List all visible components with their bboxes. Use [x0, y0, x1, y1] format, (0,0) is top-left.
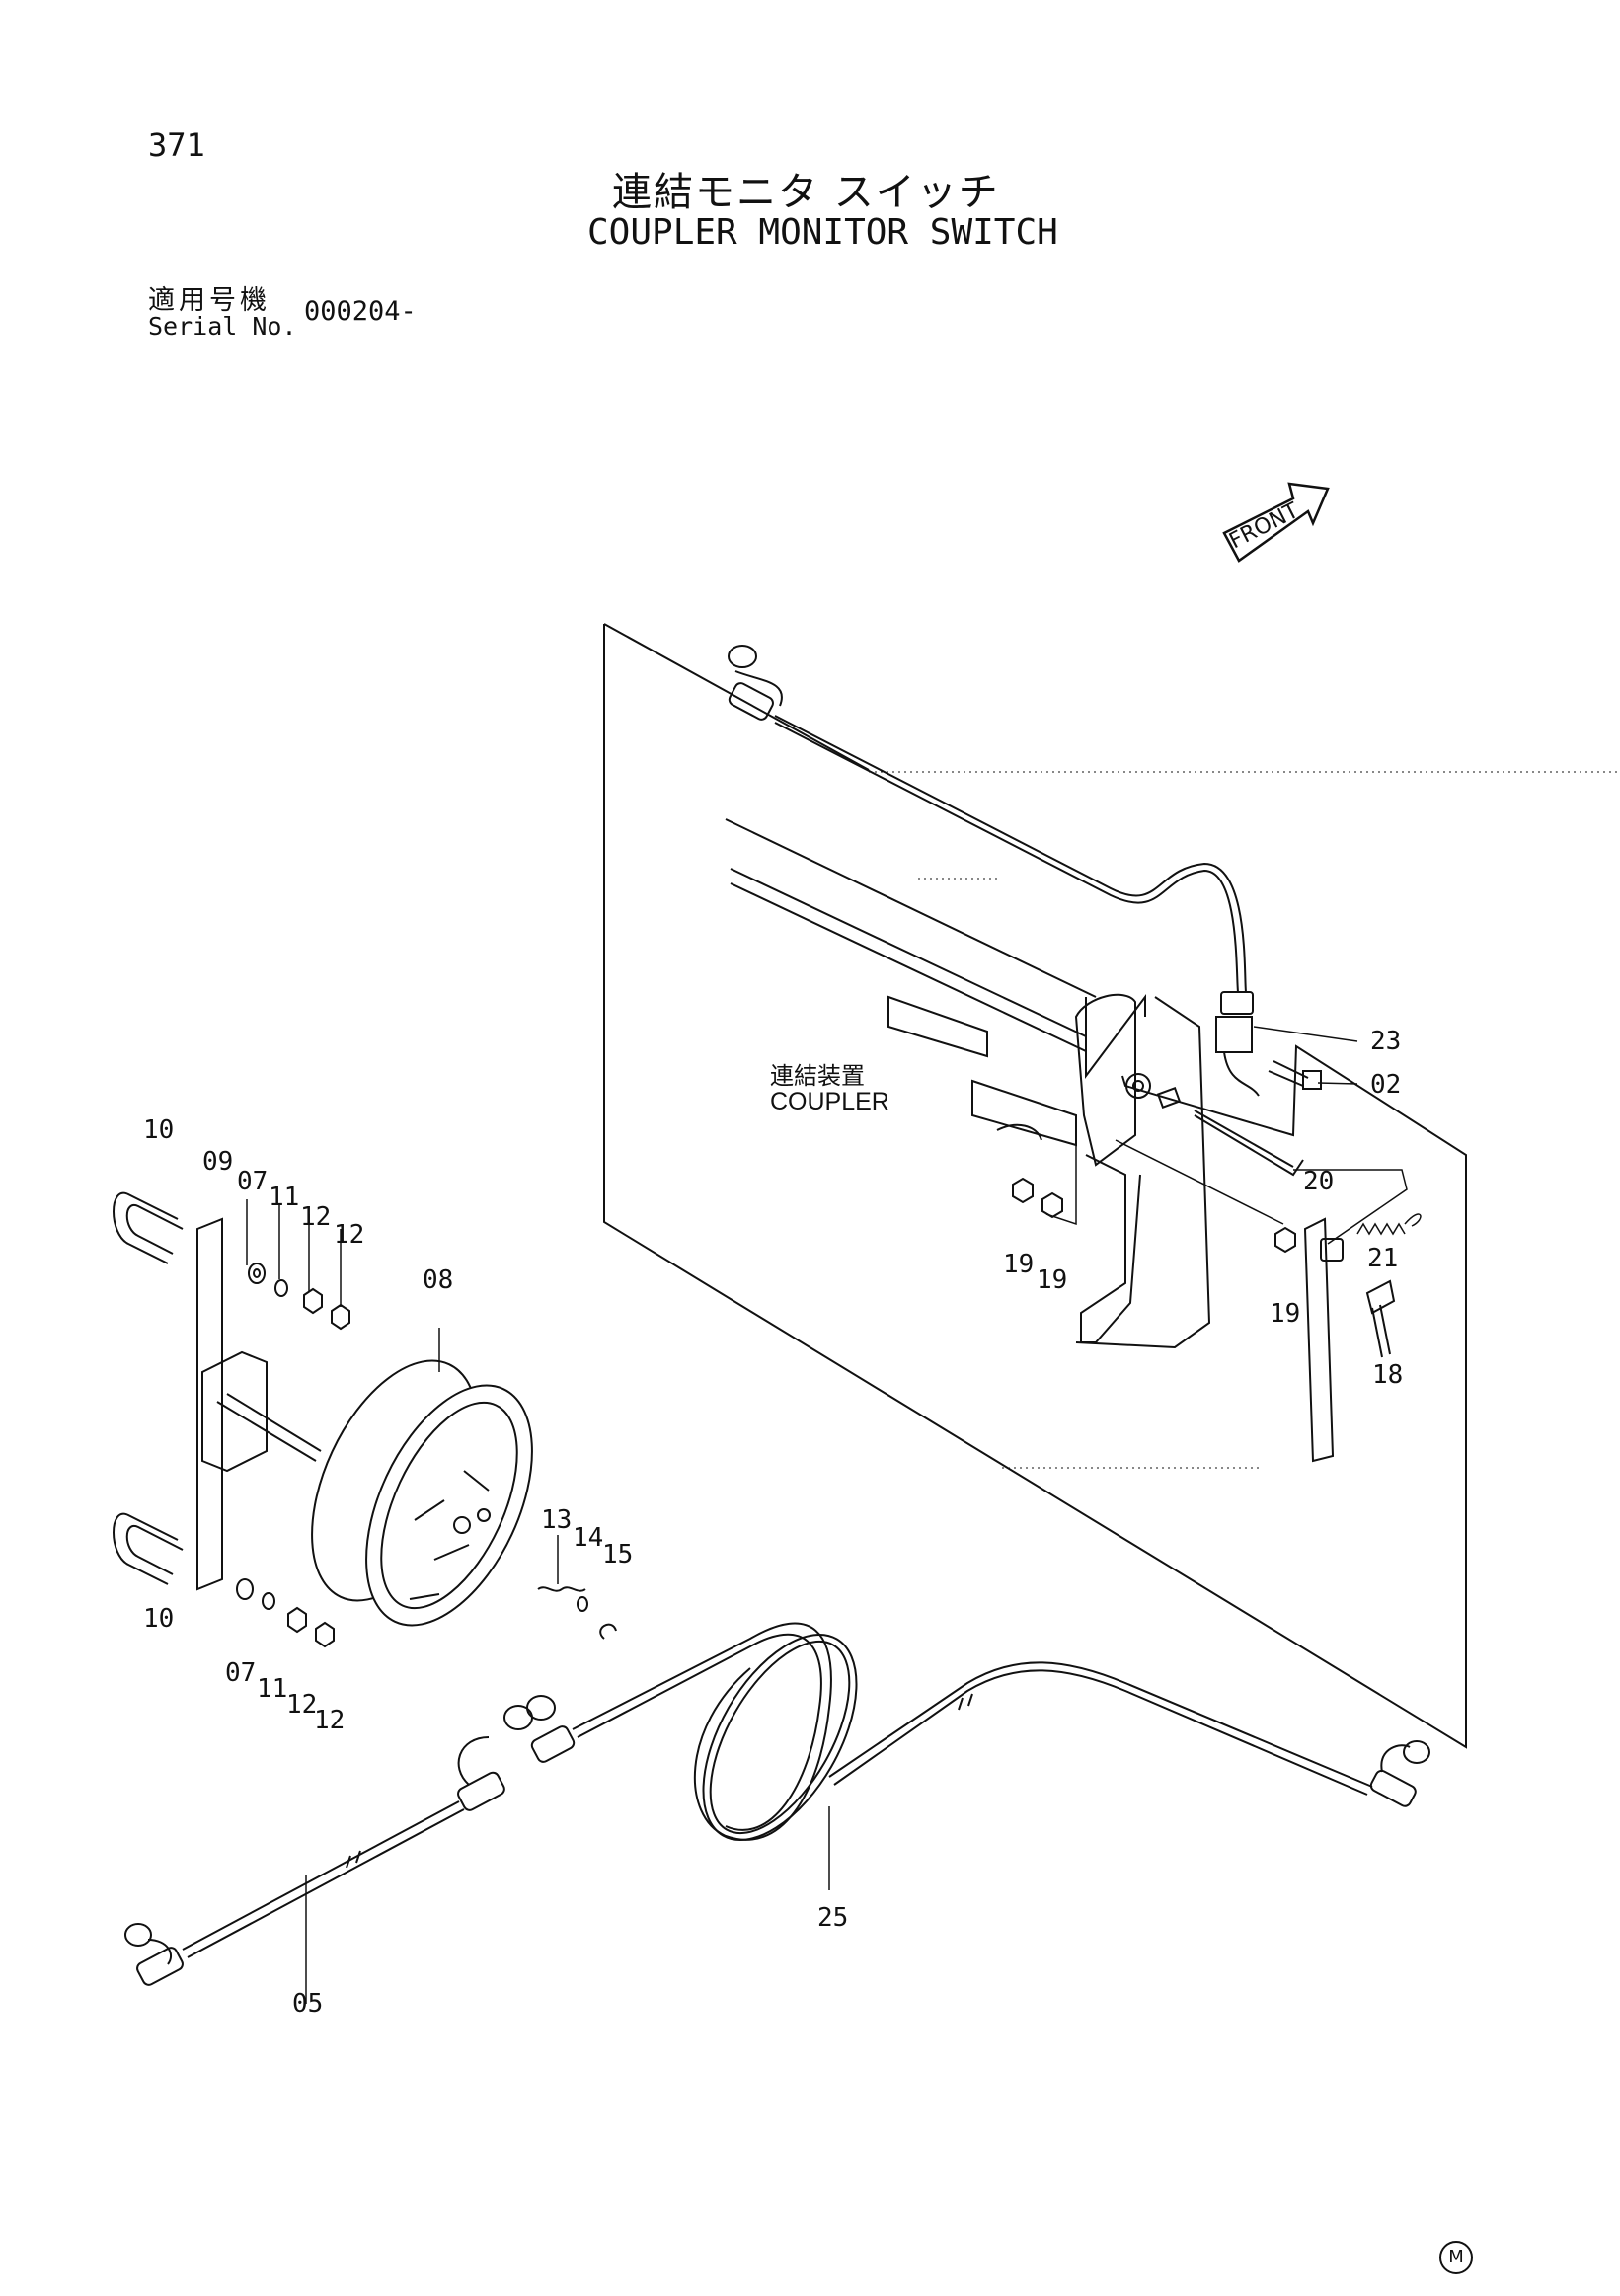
part-label-15: 15 — [602, 1540, 634, 1569]
coupler-label-japanese: 連結装置 — [770, 1062, 865, 1090]
part-label-02: 02 — [1370, 1070, 1402, 1100]
part-label-10: 10 — [143, 1604, 175, 1634]
serial-number-value: 000204- — [304, 296, 417, 327]
part-label-12: 12 — [314, 1706, 346, 1735]
title-japanese: 連結モニタ スイッチ — [612, 170, 1000, 215]
washers-nuts-upper — [236, 1199, 350, 1648]
coupler-body — [725, 818, 1211, 1349]
part-label-19: 19 — [1270, 1299, 1301, 1329]
corner-mark: M — [1439, 2241, 1473, 2274]
inset-panel — [603, 624, 1467, 1749]
page-number: 371 — [148, 126, 205, 164]
plate-09 — [196, 1217, 322, 1591]
coupler-label: COUPLER — [770, 1088, 889, 1115]
reel-08 — [311, 1328, 533, 1627]
part-label-07: 07 — [237, 1167, 269, 1196]
serial-label: Serial No. — [148, 312, 297, 341]
harness-05 — [124, 1736, 505, 2004]
front-arrow-icon: FRONT — [1222, 482, 1330, 563]
part-label-14: 14 — [573, 1523, 604, 1553]
switch-body — [1194, 991, 1322, 1177]
part-label-12: 12 — [300, 1202, 332, 1232]
part-label-11: 11 — [257, 1674, 288, 1704]
spring — [1356, 1213, 1422, 1236]
extension-harness — [503, 1622, 1430, 1890]
part-label-05: 05 — [292, 1989, 324, 2019]
part-label-08: 08 — [423, 1265, 454, 1295]
nut-19 — [1012, 1139, 1296, 1254]
part-label-20: 20 — [1303, 1167, 1335, 1196]
part-label-12: 12 — [286, 1690, 318, 1720]
part-label-18: 18 — [1372, 1360, 1404, 1390]
part-label-19: 19 — [1037, 1265, 1068, 1295]
part-label-21: 21 — [1367, 1244, 1399, 1273]
part-label-11: 11 — [269, 1183, 300, 1212]
front-label: FRONT — [1225, 498, 1303, 555]
page-title: COUPLER MONITOR SWITCH — [587, 212, 1058, 253]
part-label-23: 23 — [1370, 1027, 1402, 1056]
part-label-07: 07 — [225, 1658, 257, 1688]
part-label-13: 13 — [541, 1505, 573, 1535]
bracket-20 — [1303, 1217, 1396, 1463]
serial-label-japanese: 適用号機 — [148, 285, 270, 316]
part-label-19: 19 — [1003, 1250, 1035, 1279]
part-label-25: 25 — [817, 1903, 849, 1933]
part-label-10: 10 — [143, 1115, 175, 1145]
part-label-12: 12 — [334, 1220, 365, 1250]
u-bolt — [111, 1189, 184, 1585]
upper-harness — [728, 645, 1247, 993]
small-parts — [537, 1535, 617, 1640]
part-label-09: 09 — [202, 1147, 234, 1177]
